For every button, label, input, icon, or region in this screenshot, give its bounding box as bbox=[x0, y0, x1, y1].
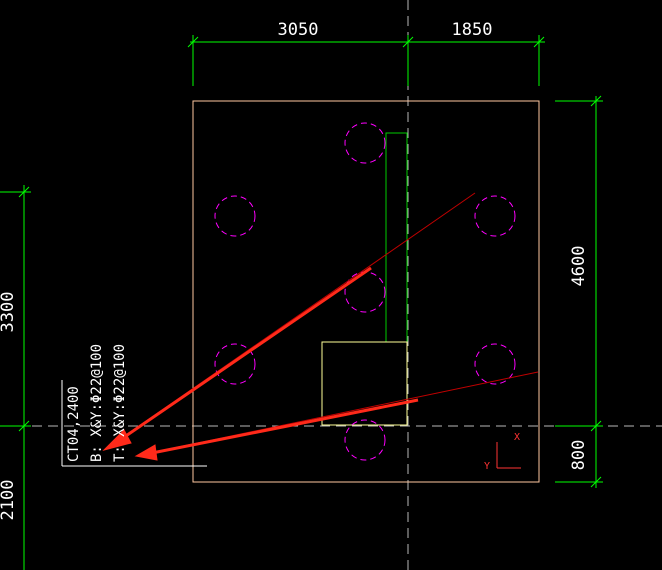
arrow-1-shaft bbox=[119, 266, 372, 442]
pile-2[interactable] bbox=[214, 195, 256, 237]
dim-left-lower: 2100 bbox=[0, 480, 18, 521]
wall-strip[interactable] bbox=[385, 132, 408, 342]
dimension-top bbox=[187, 35, 545, 86]
label-leader bbox=[61, 380, 207, 467]
dim-left-upper: 3300 bbox=[0, 292, 18, 333]
annotation-arrows bbox=[102, 266, 419, 461]
arrow-2-shaft bbox=[151, 398, 419, 455]
pile-7[interactable] bbox=[344, 419, 386, 461]
dim-right-lower: 800 bbox=[569, 440, 589, 471]
label-line-2: B: X&Y:Φ22@100 bbox=[89, 344, 105, 462]
label-line-3: T: X&Y:Φ22@100 bbox=[112, 344, 128, 462]
ucs-x-label: X bbox=[514, 432, 520, 443]
pile-5[interactable] bbox=[214, 343, 256, 385]
piles bbox=[214, 122, 516, 461]
pile-cap-outline[interactable] bbox=[192, 100, 540, 483]
pile-cap-label[interactable]: CT04,2400 B: X&Y:Φ22@100 T: X&Y:Φ22@100 bbox=[66, 344, 128, 462]
rebar-lines bbox=[109, 192, 539, 456]
label-line-1: CT04,2400 bbox=[66, 386, 82, 462]
ucs-icon[interactable] bbox=[496, 442, 521, 469]
dimension-right bbox=[555, 95, 603, 488]
pile-4[interactable] bbox=[344, 271, 386, 313]
arrow-2-head bbox=[134, 444, 158, 461]
dimension-left bbox=[0, 185, 31, 570]
pile-3[interactable] bbox=[474, 195, 516, 237]
dim-top-left: 3050 bbox=[278, 20, 319, 40]
dim-right-upper: 4600 bbox=[569, 246, 589, 287]
ucs-y-label: Y bbox=[484, 461, 490, 472]
column-rect[interactable] bbox=[321, 341, 408, 426]
arrow-1-head bbox=[102, 429, 132, 451]
dim-top-right: 1850 bbox=[452, 20, 493, 40]
pile-6[interactable] bbox=[474, 343, 516, 385]
pile-1[interactable] bbox=[344, 122, 386, 164]
